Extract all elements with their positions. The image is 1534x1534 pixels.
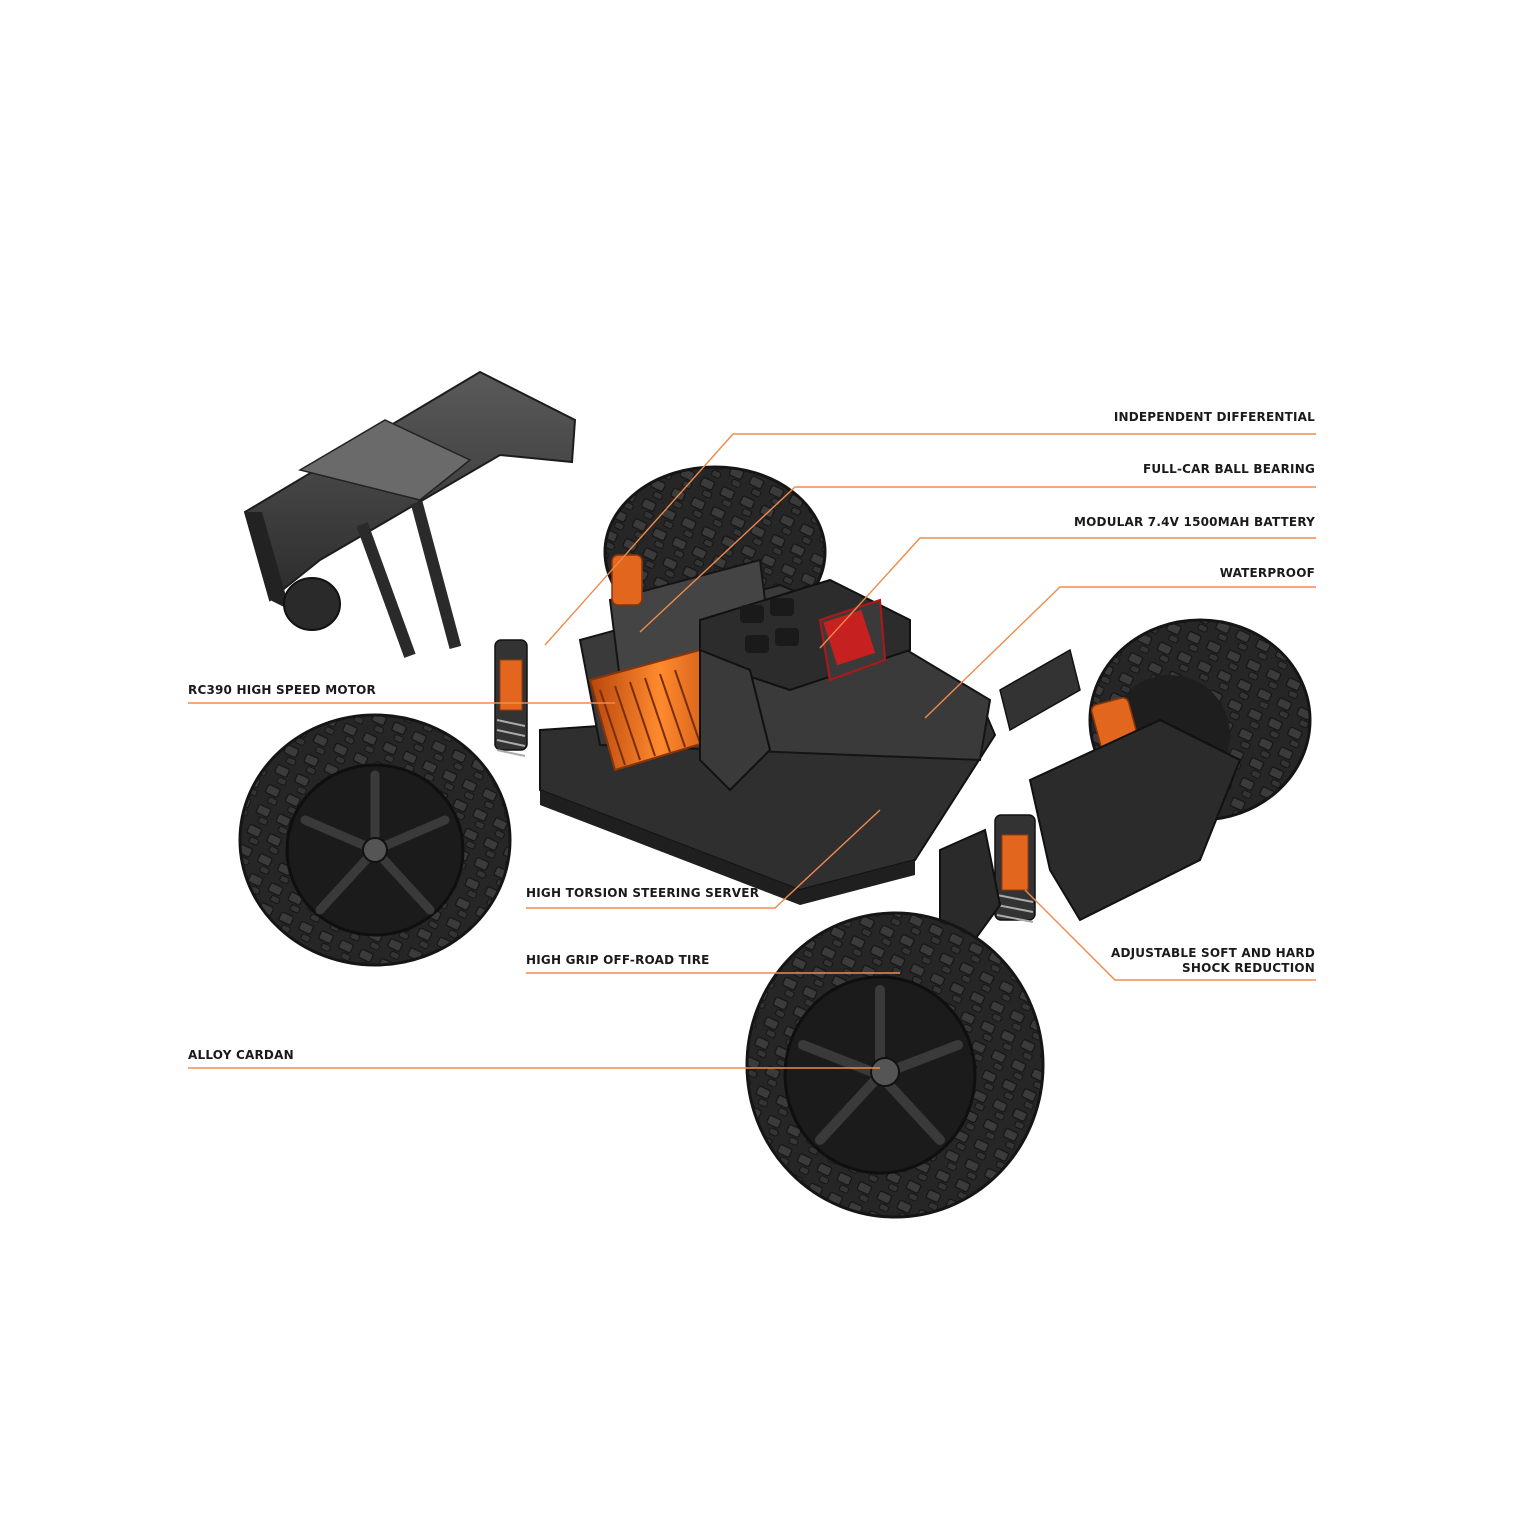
rear-left-wheel — [283, 577, 341, 631]
callout-steering-server: HIGH TORSION STEERING SERVER — [526, 886, 760, 900]
front-left-tire — [745, 911, 1045, 1219]
leader-ball-bearing — [639, 486, 1316, 633]
callout-rc390-motor: RC390 HIGH SPEED MOTOR — [188, 683, 376, 697]
leader-steering-server — [526, 809, 881, 909]
leader-shock — [1024, 889, 1316, 981]
callout-waterproof: WATERPROOF — [1219, 566, 1315, 580]
callout-shock-line2: SHOCK REDUCTION — [1181, 961, 1315, 975]
callout-full-car-ball-bearing: FULL-CAR BALL BEARING — [1142, 462, 1315, 476]
callout-alloy-cardan: ALLOY CARDAN — [188, 1048, 294, 1062]
callout-modular-battery: MODULAR 7.4V 1500MAH BATTERY — [1074, 515, 1315, 529]
rear-left-tire — [238, 713, 512, 967]
leader-waterproof — [924, 586, 1316, 719]
callout-leader-lines — [188, 433, 1316, 1069]
callout-shock-line1: ADJUSTABLE SOFT AND HARD — [1110, 946, 1315, 960]
rear-left-shock — [494, 554, 643, 757]
rear-wing — [243, 370, 577, 658]
leader-independent-differential — [544, 433, 1316, 646]
leader-battery — [819, 537, 1316, 649]
callout-offroad-tire: HIGH GRIP OFF-ROAD TIRE — [526, 953, 710, 967]
callout-independent-differential: INDEPENDENT DIFFERENTIAL — [1113, 410, 1315, 424]
